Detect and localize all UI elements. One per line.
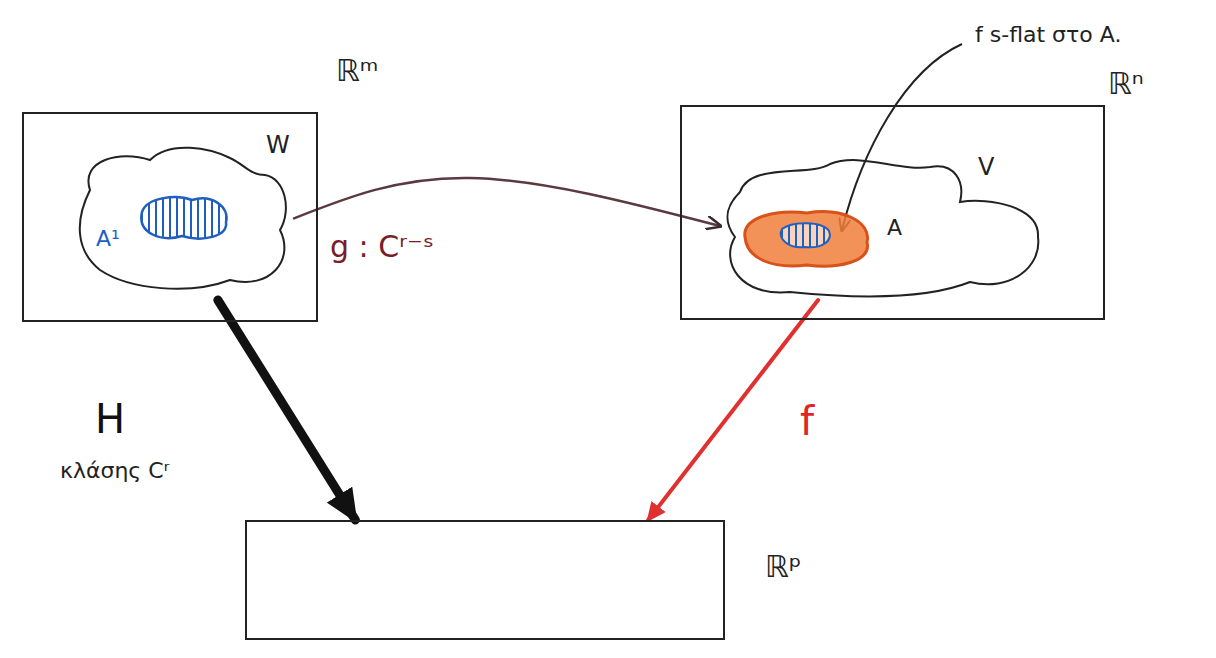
space-label: A xyxy=(887,215,902,240)
mapping-arrow xyxy=(648,300,818,520)
domain-blob: AV xyxy=(720,152,1047,300)
outline-path xyxy=(80,148,286,289)
map-label: g : Cʳ⁻ˢ xyxy=(330,230,434,265)
subset-region: A¹ xyxy=(132,192,232,242)
outline-path xyxy=(745,212,868,266)
space-box: A¹Wℝᵐ xyxy=(22,112,318,322)
space-label: V xyxy=(978,154,994,182)
space-label: A¹ xyxy=(96,226,120,251)
outline-path xyxy=(141,197,226,238)
map-label: f xyxy=(800,398,814,444)
mapping-arrow xyxy=(218,300,356,520)
annotation-note: f s-flat στο A. xyxy=(975,22,1121,47)
domain-blob: A¹ W xyxy=(70,130,294,300)
space-label: ℝⁿ xyxy=(1108,67,1144,102)
subset-region: A xyxy=(737,207,874,270)
mapping-arrow xyxy=(294,178,720,226)
outline-shape xyxy=(132,192,232,242)
class-note: κλάσης Cʳ xyxy=(60,458,169,483)
space-box: ℝᵖ xyxy=(245,520,725,640)
leader-line xyxy=(842,44,962,230)
map-label: H xyxy=(95,396,125,442)
space-label: W xyxy=(266,132,290,160)
outline-path xyxy=(781,223,830,247)
space-box: AVℝⁿ xyxy=(680,105,1105,320)
space-label: ℝᵖ xyxy=(765,550,802,585)
outline-shape xyxy=(737,207,874,270)
space-label: ℝᵐ xyxy=(336,54,378,89)
